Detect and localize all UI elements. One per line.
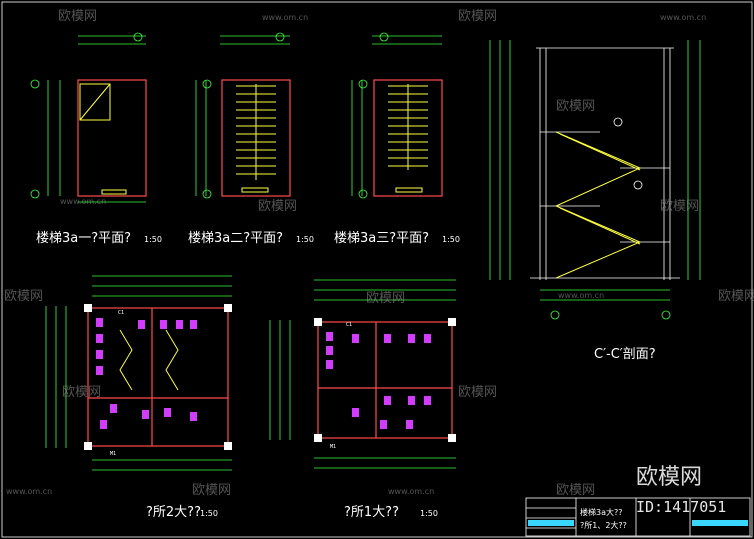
sanitary-fixture [424, 334, 431, 343]
sanitary-fixture [326, 360, 333, 369]
toilet-plan-1: C1 M1 [269, 279, 456, 469]
sanitary-fixture [408, 396, 415, 405]
watermark-brand: 欧模网 [192, 483, 231, 498]
watermark-id: ID:1417051 [636, 498, 726, 516]
scale-stair-plan-1: 1:50 [144, 235, 162, 244]
watermark-url: www.om.cn [262, 13, 308, 22]
title-block: 楼梯3a大?? ?所1、2大?? [525, 497, 751, 537]
title-block-line-1: 楼梯3a大?? [580, 507, 622, 517]
caption-stair-plan-3: 楼梯3a三?平面? [334, 231, 429, 246]
watermark-brand: 欧模网 [556, 483, 595, 498]
watermark-url: www.om.cn [660, 13, 706, 22]
toilet-plan-2: C1 M1 [45, 275, 232, 471]
watermark-brand: 欧模网 [258, 199, 297, 214]
sanitary-fixture [96, 350, 103, 359]
sanitary-fixture [164, 408, 171, 417]
sanitary-fixture [138, 320, 145, 329]
watermark-url: www.om.cn [6, 487, 52, 496]
svg-text:C1: C1 [118, 310, 124, 316]
caption-toilet-2: ?所2大?? [146, 505, 201, 520]
svg-text:M1: M1 [110, 451, 116, 457]
sanitary-fixture [326, 346, 333, 355]
stair-plan-3 [351, 32, 443, 199]
watermarks: 欧模网 www.om.cn 欧模网 www.om.cn www.om.cn 欧模… [4, 9, 754, 516]
watermark-brand: 欧模网 [58, 9, 97, 24]
caption-toilet-1: ?所1大?? [344, 505, 399, 520]
scale-toilet-2: 1:50 [200, 509, 218, 518]
sanitary-fixture [160, 320, 167, 329]
watermark-brand: 欧模网 [660, 199, 699, 214]
sanitary-fixture [176, 320, 183, 329]
sanitary-fixture [96, 366, 103, 375]
watermark-brand: 欧模网 [556, 99, 595, 114]
watermark-brand: 欧模网 [458, 385, 497, 400]
sanitary-fixture [96, 334, 103, 343]
watermark-url: www.om.cn [60, 197, 106, 206]
watermark-url: www.om.cn [388, 487, 434, 496]
sanitary-fixture [100, 420, 107, 429]
section-c-c [489, 40, 701, 320]
sanitary-fixture [142, 410, 149, 419]
watermark-brand: 欧模网 [62, 385, 101, 400]
sanitary-fixture [352, 408, 359, 417]
sanitary-fixture [190, 412, 197, 421]
scale-stair-plan-2: 1:50 [296, 235, 314, 244]
sanitary-fixture [406, 420, 413, 429]
sanitary-fixture [380, 420, 387, 429]
sanitary-fixture [190, 320, 197, 329]
title-block-line-2: ?所1、2大?? [580, 520, 627, 530]
caption-stair-plan-1: 楼梯3a一?平面? [36, 231, 131, 246]
stair-plan-1 [30, 32, 147, 203]
sanitary-fixture [384, 334, 391, 343]
sanitary-fixture [110, 404, 117, 413]
sanitary-fixture [384, 396, 391, 405]
svg-text:C1: C1 [346, 322, 352, 328]
watermark-brand: 欧模网 [366, 291, 405, 306]
sanitary-fixture [96, 318, 103, 327]
stair-plan-2 [195, 32, 291, 199]
caption-stair-plan-2: 楼梯3a二?平面? [188, 231, 283, 246]
sanitary-fixture [326, 332, 333, 341]
watermark-url: www.om.cn [558, 291, 604, 300]
sanitary-fixture [408, 334, 415, 343]
caption-section: C′-C′剖面? [594, 347, 656, 362]
watermark-brand: 欧模网 [718, 289, 754, 304]
scale-toilet-1: 1:50 [420, 509, 438, 518]
scale-stair-plan-3: 1:50 [442, 235, 460, 244]
watermark-brand: 欧模网 [458, 9, 497, 24]
svg-text:M1: M1 [330, 444, 336, 450]
sanitary-fixture [352, 334, 359, 343]
watermark-brand: 欧模网 [4, 289, 43, 304]
sanitary-fixture [424, 396, 431, 405]
watermark-brand-large: 欧模网 [636, 465, 702, 490]
